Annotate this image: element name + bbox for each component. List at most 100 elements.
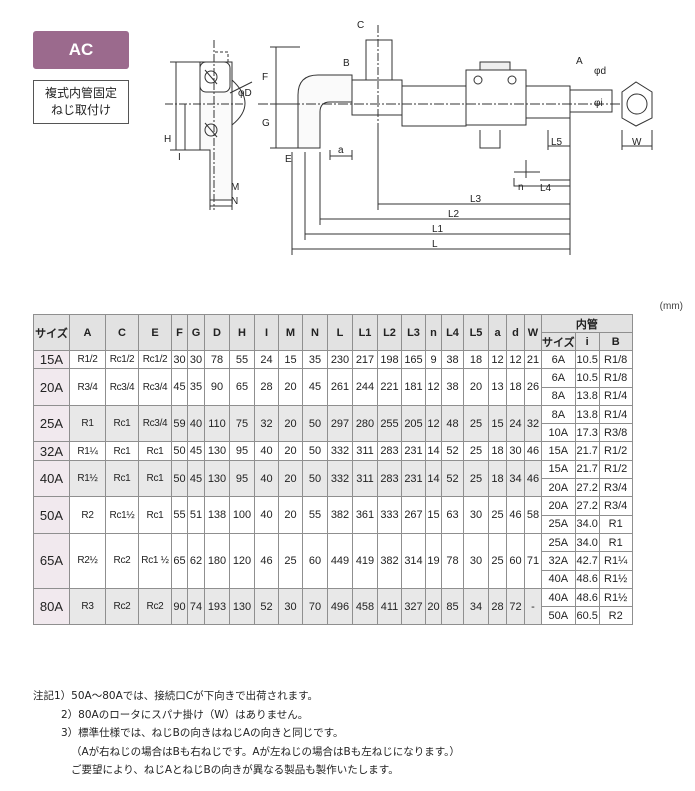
inner-cell-size: 15A: [541, 459, 576, 480]
cell-d: 24: [506, 404, 525, 443]
cell-C: Rc1: [105, 459, 139, 498]
label-L4: L4: [540, 183, 552, 194]
label-M: M: [231, 182, 239, 193]
label-W: W: [632, 137, 642, 148]
col-header-inner: サイズ: [541, 332, 576, 351]
cell-E: Rc2: [138, 587, 172, 626]
col-header: H: [229, 314, 255, 351]
cell-H: 100: [229, 496, 255, 534]
cell-D: 130: [204, 459, 230, 498]
cell-E: Rc1: [138, 459, 172, 498]
note-3: 3）標準仕様では、ねじBの向きはねじAの向きと同じです。: [61, 727, 344, 739]
cell-N: 50: [302, 441, 328, 461]
label-L3: L3: [470, 194, 482, 205]
col-header: A: [69, 314, 106, 351]
cell-N: 50: [302, 459, 328, 498]
cell-H: 75: [229, 404, 255, 443]
col-header: a: [488, 314, 507, 351]
cell-A: R3: [69, 587, 106, 626]
cell-L1: 217: [352, 349, 378, 370]
cell-I: 40: [254, 496, 279, 534]
cell-A: R2: [69, 496, 106, 534]
cell-L2: 382: [377, 532, 402, 589]
cell-M: 15: [278, 349, 303, 370]
cell-N: 70: [302, 587, 328, 626]
cell-M: 20: [278, 404, 303, 443]
cell-L2: 221: [377, 368, 402, 406]
cell-L4: 38: [441, 368, 464, 406]
inner-cell-i: 13.8: [574, 404, 600, 425]
inner-cell-size: 40A: [541, 587, 576, 608]
size-cell: 15A: [33, 349, 70, 370]
inner-cell-i: 48.6: [574, 569, 600, 589]
cell-L: 332: [327, 459, 353, 498]
col-header: L5: [463, 314, 489, 351]
cell-I: 46: [254, 532, 279, 589]
col-header-inner-pipe: 内管: [541, 314, 633, 333]
cell-M: 20: [278, 441, 303, 461]
cell-L1: 311: [352, 441, 378, 461]
cell-L5: 25: [463, 459, 489, 498]
cell-M: 25: [278, 532, 303, 589]
cell-n: 9: [425, 349, 442, 370]
col-header: D: [204, 314, 230, 351]
cell-N: 60: [302, 532, 328, 589]
inner-cell-size: 40A: [541, 569, 576, 589]
cell-I: 24: [254, 349, 279, 370]
cell-C: Rc1½: [105, 496, 139, 534]
cell-a: 25: [488, 532, 507, 589]
cell-I: 40: [254, 459, 279, 498]
cell-G: 45: [187, 459, 205, 498]
col-header: L4: [441, 314, 464, 351]
label-A: A: [576, 56, 583, 67]
cell-D: 78: [204, 349, 230, 370]
cell-W: 71: [524, 532, 542, 589]
cell-d: 46: [506, 496, 525, 534]
label-B: B: [343, 58, 350, 69]
cell-L5: 25: [463, 404, 489, 443]
label-H: H: [164, 134, 171, 145]
cell-I: 52: [254, 587, 279, 626]
cell-W: 21: [524, 349, 542, 370]
cell-a: 28: [488, 587, 507, 626]
col-header: W: [524, 314, 542, 351]
cell-a: 12: [488, 349, 507, 370]
cell-A: R2½: [69, 532, 106, 589]
inner-cell-size: 6A: [541, 349, 576, 370]
cell-d: 72: [506, 587, 525, 626]
cell-L3: 231: [401, 441, 426, 461]
cell-L: 449: [327, 532, 353, 589]
cell-n: 14: [425, 441, 442, 461]
cell-L4: 48: [441, 404, 464, 443]
inner-cell-B: R1½: [598, 569, 633, 589]
label-I: I: [178, 152, 181, 163]
col-header-inner: i: [574, 332, 600, 351]
cell-a: 18: [488, 459, 507, 498]
cell-M: 30: [278, 587, 303, 626]
cell-L1: 458: [352, 587, 378, 626]
cell-F: 59: [171, 404, 188, 443]
cell-H: 55: [229, 349, 255, 370]
cell-L: 261: [327, 368, 353, 406]
inner-cell-i: 48.6: [574, 587, 600, 608]
label-a: a: [338, 145, 344, 156]
cell-E: Rc1/2: [138, 349, 172, 370]
notes: 注記1）50A～80Aでは、接続口Cが下向きで出荷されます。 2）80Aのロータ…: [33, 688, 460, 781]
cell-G: 51: [187, 496, 205, 534]
cell-D: 130: [204, 441, 230, 461]
inner-cell-size: 6A: [541, 368, 576, 388]
inner-cell-i: 27.2: [574, 496, 600, 516]
inner-cell-B: R3/4: [598, 496, 633, 516]
size-cell: 50A: [33, 496, 70, 534]
cell-a: 18: [488, 441, 507, 461]
cell-F: 45: [171, 368, 188, 406]
cell-H: 65: [229, 368, 255, 406]
cell-d: 34: [506, 459, 525, 498]
